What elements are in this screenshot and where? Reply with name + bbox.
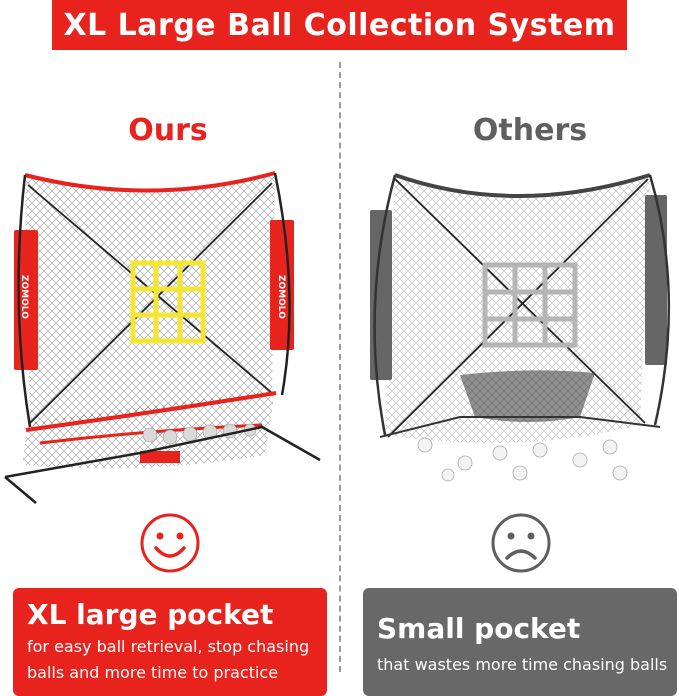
title-banner: XL Large Ball Collection System <box>52 0 627 50</box>
others-feature-card: Small pocket that wastes more time chasi… <box>363 588 677 696</box>
others-net-image <box>370 173 671 482</box>
others-headline: Small pocket <box>377 612 581 645</box>
ours-headline: XL large pocket <box>27 598 274 631</box>
ours-feature-card: XL large pocket for easy ball retrieval,… <box>13 588 327 696</box>
ours-description: for easy ball retrieval, stop chasing ba… <box>27 637 310 682</box>
smiley-face-icon <box>140 513 200 573</box>
others-description: that wastes more time chasing balls <box>377 655 668 674</box>
ours-title: Ours <box>128 113 208 148</box>
ours-strike-zone-target <box>130 260 206 344</box>
others-right-side-pad <box>645 195 667 365</box>
banner-title: XL Large Ball Collection System <box>63 7 616 43</box>
others-strike-zone-target <box>482 262 578 348</box>
ours-brand-left: ZOMOLO <box>19 275 29 319</box>
comparison-divider <box>339 62 341 672</box>
ours-brand-right: ZOMOLO <box>276 275 286 319</box>
ours-net-image: ZOMOLO ZOMOLO <box>4 171 321 504</box>
others-title: Others <box>472 113 588 148</box>
sad-face-icon <box>491 513 551 573</box>
